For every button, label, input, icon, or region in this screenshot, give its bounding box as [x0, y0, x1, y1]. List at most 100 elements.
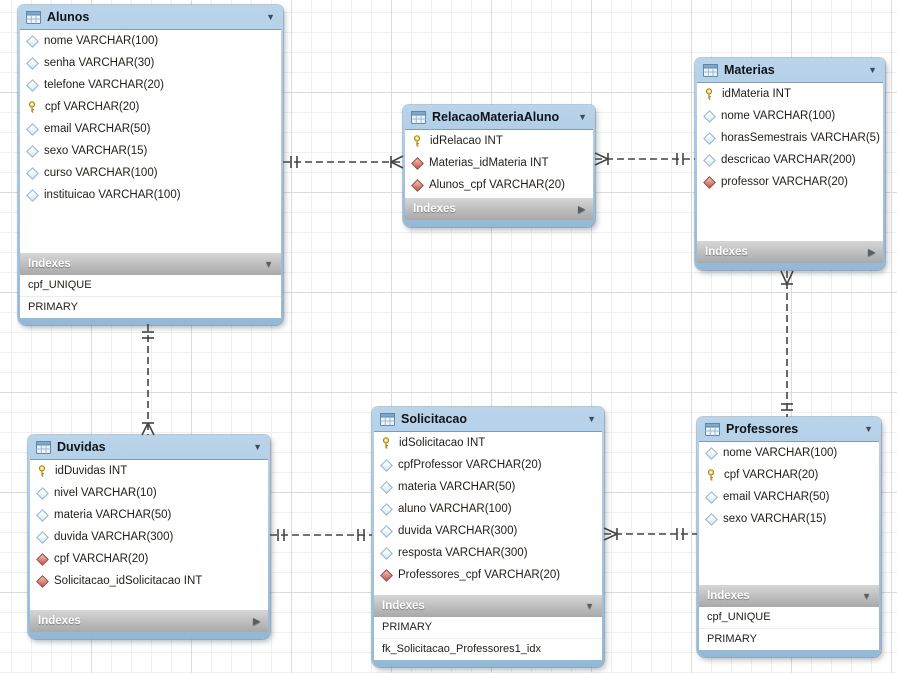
column-row[interactable]: idMateria INT: [697, 83, 883, 105]
column-label: materia VARCHAR(50): [398, 481, 516, 493]
chevron-down-icon[interactable]: ▼: [587, 414, 596, 424]
column-label: nome VARCHAR(100): [723, 447, 838, 459]
column-row[interactable]: materia VARCHAR(50): [374, 476, 602, 498]
key-icon: [382, 437, 390, 449]
column-row[interactable]: materia VARCHAR(50): [30, 504, 268, 526]
column-row[interactable]: cpfProfessor VARCHAR(20): [374, 454, 602, 476]
table-title: Materias: [724, 63, 775, 77]
column-row[interactable]: cpf VARCHAR(20): [20, 96, 281, 118]
indexes-label: Indexes: [38, 615, 81, 627]
indexes-bar[interactable]: Indexes ▼: [20, 253, 281, 275]
chevron-down-icon[interactable]: ▼: [253, 442, 262, 452]
column-row[interactable]: idDuvidas INT: [30, 460, 268, 482]
table-relacaomateriaaluno[interactable]: RelacaoMateriaAluno ▼ idRelacao INT Mate…: [403, 105, 595, 227]
table-header-solicitacao[interactable]: Solicitacao ▼: [374, 407, 602, 431]
column-row[interactable]: instituicao VARCHAR(100): [20, 184, 281, 206]
diamond-outline-icon: [26, 78, 39, 92]
column-row[interactable]: Materias_idMateria INT: [405, 152, 593, 174]
table-title: RelacaoMateriaAluno: [432, 110, 560, 124]
column-row[interactable]: resposta VARCHAR(300): [374, 542, 602, 564]
column-row[interactable]: Solicitacao_idSolicitacao INT: [30, 570, 268, 592]
diamond-filled-icon: [411, 178, 424, 192]
relationship-duvidas-solicitacao[interactable]: [270, 529, 372, 541]
column-row[interactable]: email VARCHAR(50): [20, 118, 281, 140]
key-icon: [28, 101, 36, 113]
column-row[interactable]: nivel VARCHAR(10): [30, 482, 268, 504]
indexes-bar[interactable]: Indexes ▶: [405, 198, 593, 220]
indexes-label: Indexes: [413, 203, 456, 215]
column-row[interactable]: nome VARCHAR(100): [699, 442, 879, 464]
column-row[interactable]: senha VARCHAR(30): [20, 52, 281, 74]
column-row[interactable]: nome VARCHAR(100): [20, 30, 281, 52]
indexes-bar[interactable]: Indexes ▶: [697, 241, 883, 263]
triangle-right-icon[interactable]: ▶: [253, 615, 260, 626]
diamond-outline-icon: [703, 109, 716, 123]
indexes-bar[interactable]: Indexes ▼: [699, 585, 879, 607]
relationship-professores-solicitacao[interactable]: [603, 527, 697, 541]
column-row[interactable]: duvida VARCHAR(300): [30, 526, 268, 548]
table-icon: [26, 10, 41, 24]
column-row[interactable]: duvida VARCHAR(300): [374, 520, 602, 542]
index-row[interactable]: fk_Solicitacao_Professores1_idx: [374, 638, 602, 660]
diamond-outline-icon: [380, 524, 393, 538]
column-label: Alunos_cpf VARCHAR(20): [429, 179, 565, 191]
column-row[interactable]: sexo VARCHAR(15): [699, 508, 879, 530]
relationship-materias-relacaomateriaaluno[interactable]: [594, 152, 695, 166]
column-label: senha VARCHAR(30): [44, 57, 155, 69]
table-header-relacaomateriaaluno[interactable]: RelacaoMateriaAluno ▼: [405, 105, 593, 129]
table-header-professores[interactable]: Professores ▼: [699, 417, 879, 441]
table-header-materias[interactable]: Materias ▼: [697, 58, 883, 82]
index-row[interactable]: PRIMARY: [382, 621, 432, 633]
column-row[interactable]: aluno VARCHAR(100): [374, 498, 602, 520]
chevron-down-icon[interactable]: ▼: [864, 424, 873, 434]
column-row[interactable]: cpf VARCHAR(20): [30, 548, 268, 570]
relationship-alunos-relacaomateriaaluno[interactable]: [283, 155, 404, 169]
table-header-alunos[interactable]: Alunos ▼: [20, 5, 281, 29]
table-materias[interactable]: Materias ▼ idMateria INT nome VARCHAR(10…: [695, 58, 885, 270]
chevron-down-icon[interactable]: ▼: [868, 65, 877, 75]
column-row[interactable]: curso VARCHAR(100): [20, 162, 281, 184]
column-row[interactable]: professor VARCHAR(20): [697, 171, 883, 193]
chevron-down-icon[interactable]: ▼: [266, 12, 275, 22]
triangle-right-icon[interactable]: ▶: [868, 246, 875, 257]
column-row[interactable]: telefone VARCHAR(20): [20, 74, 281, 96]
triangle-down-icon[interactable]: ▼: [862, 591, 871, 601]
column-row[interactable]: horasSemestrais VARCHAR(5): [697, 127, 883, 149]
column-label: descricao VARCHAR(200): [721, 154, 856, 166]
column-row[interactable]: Professores_cpf VARCHAR(20): [374, 564, 602, 586]
column-label: duvida VARCHAR(300): [398, 525, 518, 537]
index-row[interactable]: PRIMARY: [699, 628, 879, 650]
index-row[interactable]: cpf_UNIQUE: [707, 611, 771, 623]
column-label: Solicitacao_idSolicitacao INT: [54, 575, 203, 587]
column-row[interactable]: email VARCHAR(50): [699, 486, 879, 508]
index-row[interactable]: PRIMARY: [20, 296, 281, 318]
table-solicitacao[interactable]: Solicitacao ▼ idSolicitacao INT cpfProfe…: [372, 407, 604, 667]
column-row[interactable]: Alunos_cpf VARCHAR(20): [405, 174, 593, 196]
column-row[interactable]: idSolicitacao INT: [374, 432, 602, 454]
triangle-down-icon[interactable]: ▼: [264, 259, 273, 269]
relationship-alunos-duvidas[interactable]: [141, 324, 155, 436]
table-duvidas[interactable]: Duvidas ▼ idDuvidas INT nivel VARCHAR(10…: [28, 435, 270, 639]
column-label: sexo VARCHAR(15): [723, 513, 827, 525]
triangle-right-icon[interactable]: ▶: [578, 203, 585, 214]
table-header-duvidas[interactable]: Duvidas ▼: [30, 435, 268, 459]
column-row[interactable]: descricao VARCHAR(200): [697, 149, 883, 171]
chevron-down-icon[interactable]: ▼: [578, 112, 587, 122]
indexes-bar[interactable]: Indexes ▼: [374, 595, 602, 617]
column-row[interactable]: cpf VARCHAR(20): [699, 464, 879, 486]
column-row[interactable]: nome VARCHAR(100): [697, 105, 883, 127]
indexes-bar[interactable]: Indexes ▶: [30, 610, 268, 632]
diamond-outline-icon: [705, 490, 718, 504]
column-label: instituicao VARCHAR(100): [44, 189, 181, 201]
column-row[interactable]: idRelacao INT: [405, 130, 593, 152]
table-alunos[interactable]: Alunos ▼ nome VARCHAR(100) senha VARCHAR…: [18, 5, 283, 325]
column-label: resposta VARCHAR(300): [398, 547, 528, 559]
column-label: cpf VARCHAR(20): [45, 101, 140, 113]
column-row[interactable]: sexo VARCHAR(15): [20, 140, 281, 162]
triangle-down-icon[interactable]: ▼: [585, 601, 594, 611]
index-row[interactable]: cpf_UNIQUE: [28, 279, 92, 291]
table-professores[interactable]: Professores ▼ nome VARCHAR(100) cpf VARC…: [697, 417, 881, 657]
table-title: Alunos: [47, 10, 90, 24]
relationship-professores-materias[interactable]: [780, 270, 794, 417]
